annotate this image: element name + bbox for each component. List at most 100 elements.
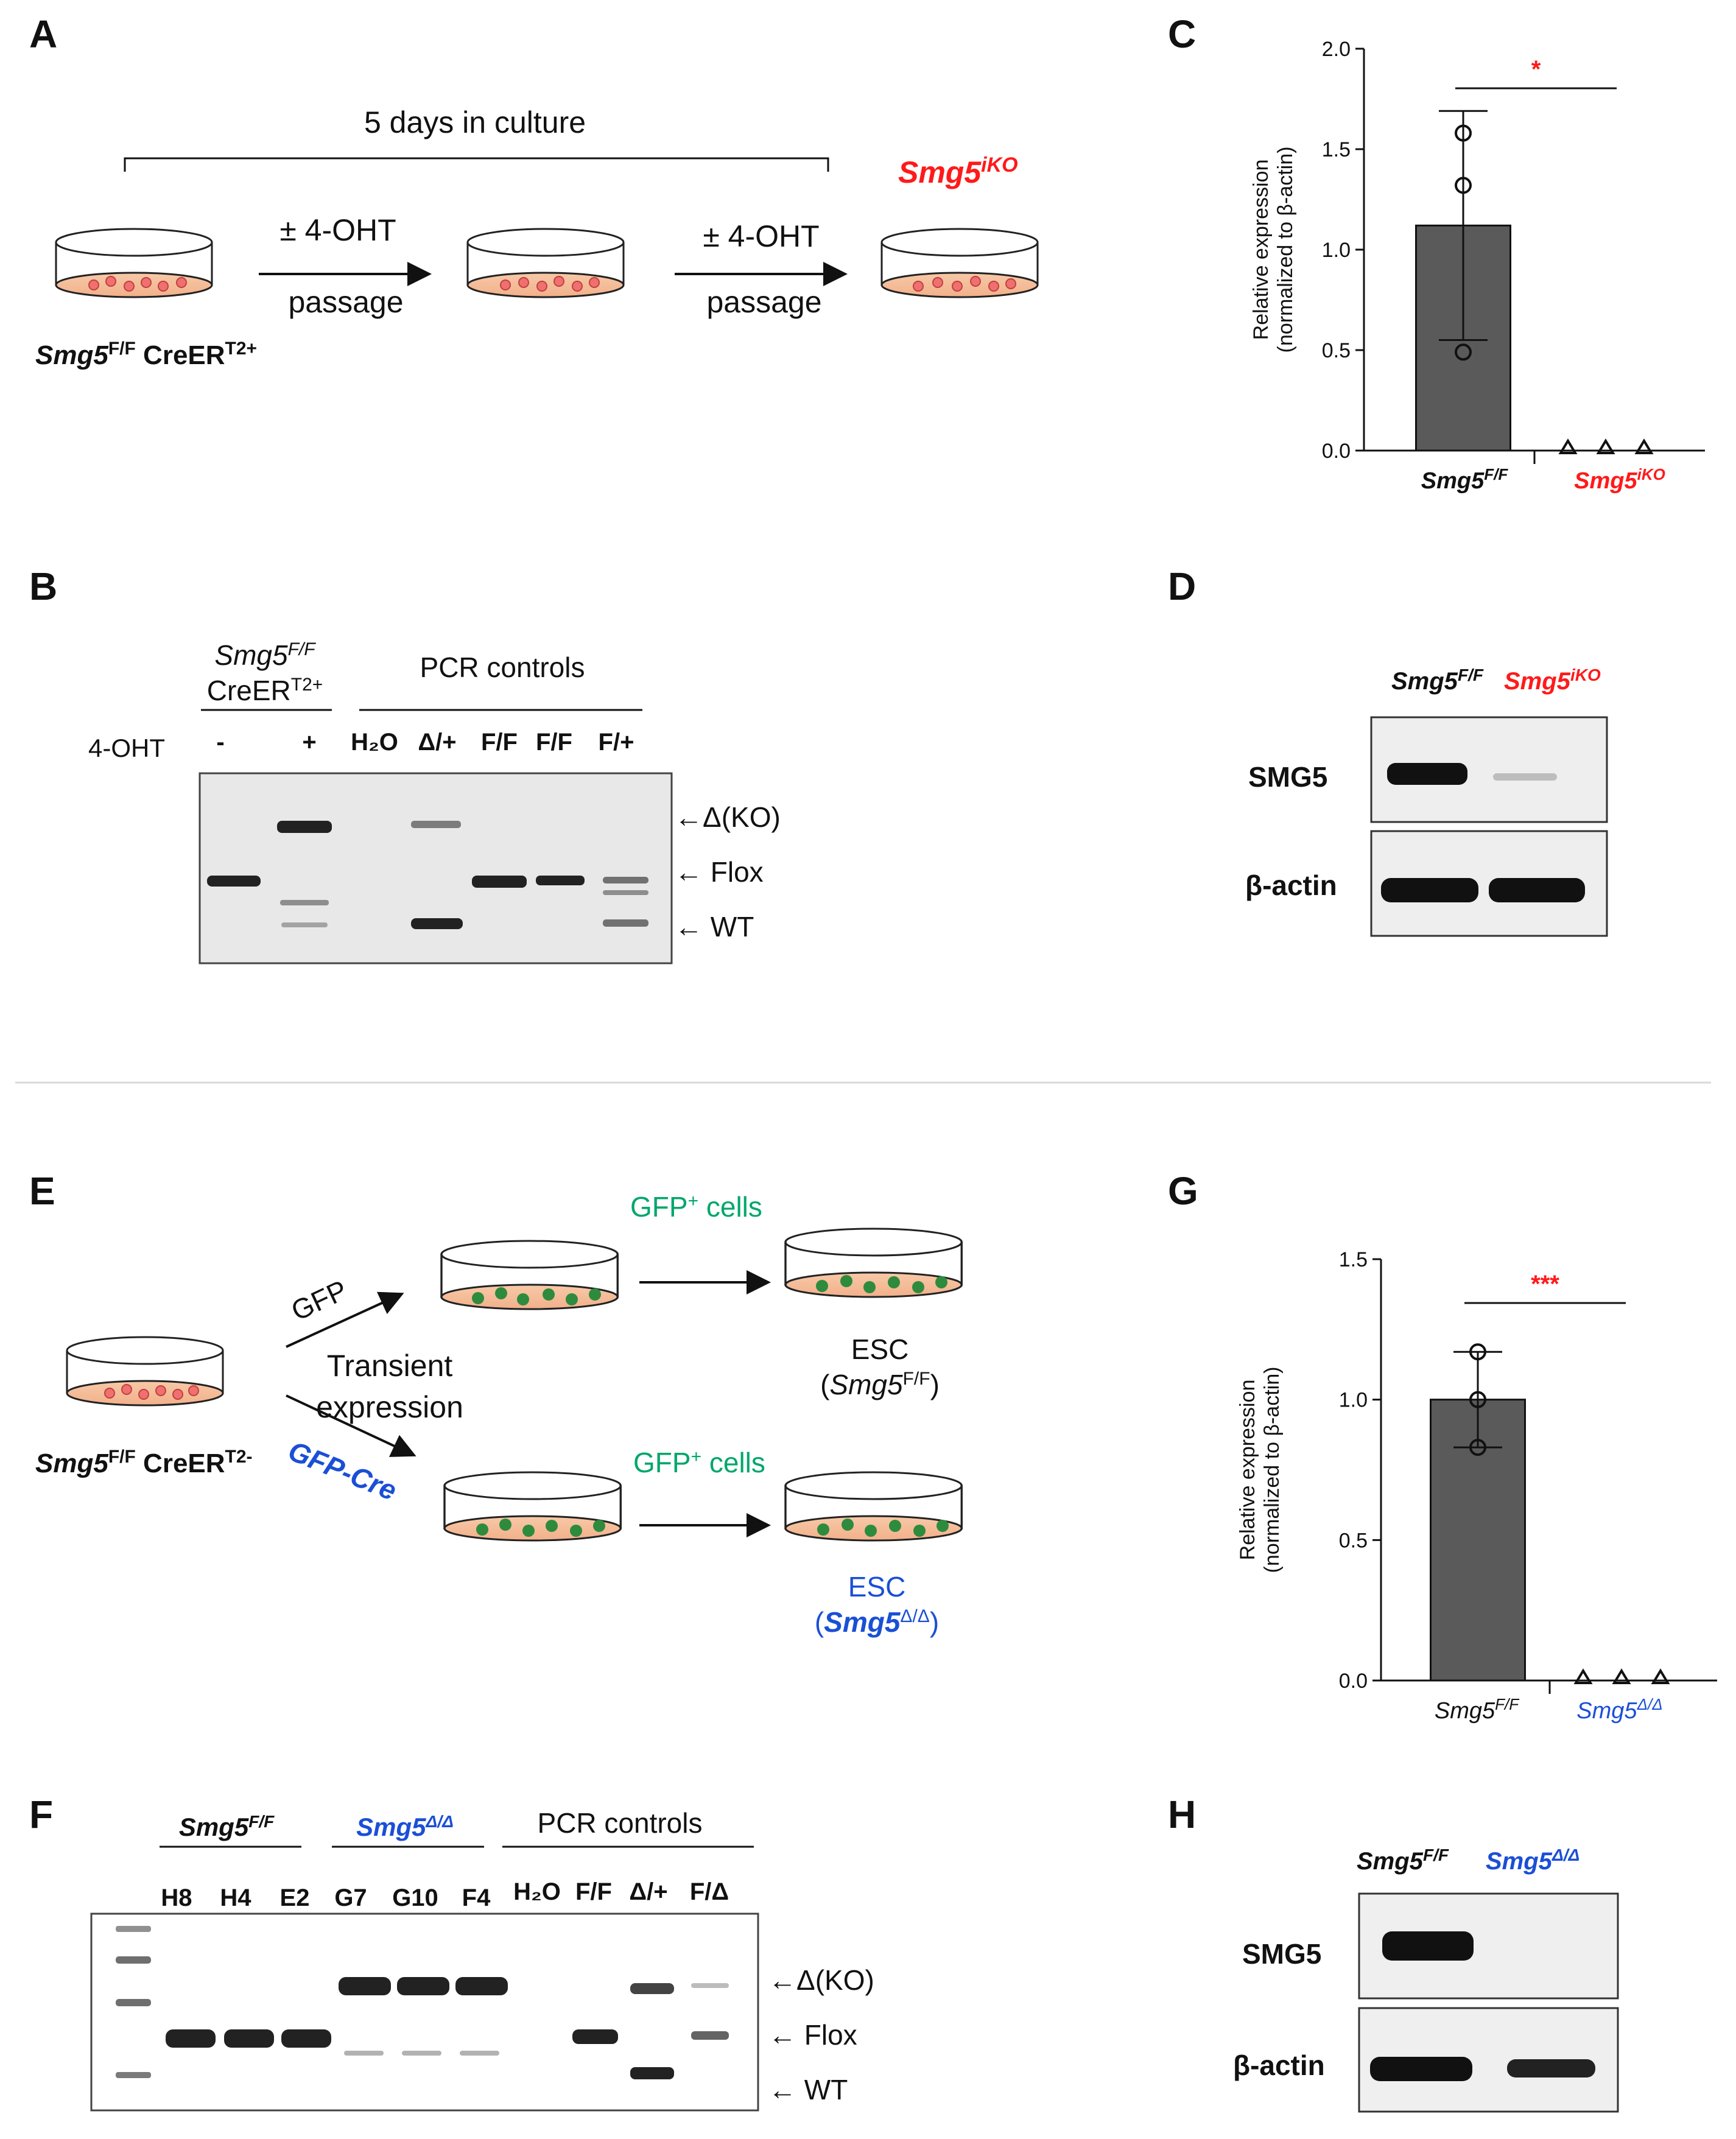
- f-band: [224, 2029, 274, 2048]
- e-transient-2: expression: [316, 1390, 463, 1424]
- f-gel-image: [90, 1912, 759, 2112]
- panel-e-schematic: Smg5F/F CreERT2- GFP GFP-Cre Transient e…: [35, 1191, 963, 1638]
- d-blot-band: [1381, 878, 1478, 902]
- step2-passage: passage: [706, 285, 821, 319]
- culture-duration-label: 5 days in culture: [364, 105, 586, 139]
- f-lane-1: H4: [220, 1884, 251, 1911]
- f-lane-5: F4: [462, 1884, 491, 1911]
- step1-treatment: ± 4-OHT: [279, 213, 396, 247]
- f-ladder-band: [116, 1956, 151, 1964]
- y-tick-label: 0.5: [1339, 1529, 1368, 1552]
- e-esc-bottom-1: ESC: [848, 1571, 906, 1603]
- f-lane-4: G10: [392, 1884, 438, 1911]
- data-point: [1455, 124, 1472, 142]
- b-band: [207, 876, 261, 887]
- b-lane-2: H₂O: [351, 729, 398, 756]
- y-axis-label-2: (normalized to β-actin): [1260, 1367, 1284, 1573]
- f-band-flox: ← Flox: [768, 2019, 857, 2051]
- b-band: [411, 821, 461, 828]
- f-band-wt: ← WT: [768, 2074, 848, 2106]
- d-col-ff: Smg5F/F: [1391, 666, 1484, 695]
- data-point: [1455, 343, 1472, 361]
- f-lane-0: H8: [161, 1884, 192, 1911]
- b-band: [472, 876, 527, 888]
- data-point: [1455, 177, 1472, 194]
- arrow-gfp: [286, 1291, 404, 1348]
- f-band: [344, 2051, 384, 2056]
- b-band: [411, 918, 463, 929]
- y-tick-label: 0.0: [1339, 1670, 1368, 1693]
- b-band: [280, 900, 329, 905]
- data-point: [1469, 1439, 1486, 1456]
- f-lane-2: E2: [280, 1884, 310, 1911]
- f-lane-3: G7: [334, 1884, 367, 1911]
- panel-label-d: D: [1168, 564, 1196, 608]
- f-band: [402, 2051, 441, 2056]
- significance-stars: *: [1531, 56, 1541, 83]
- significance-stars: ***: [1531, 1271, 1559, 1298]
- e-gfp-bottom: GFP+ cells: [633, 1447, 765, 1478]
- dish-end: [880, 228, 1039, 298]
- panel-label-f: F: [29, 1793, 53, 1836]
- y-axis-label: Relative expression: [1236, 1380, 1259, 1561]
- b-band-wt: ← WT: [675, 911, 754, 943]
- b-band: [603, 877, 648, 883]
- b-band: [281, 922, 328, 927]
- f-band: [572, 2029, 618, 2044]
- panel-g-bar-chart: 0.00.51.01.5***Relative expression(norma…: [1236, 1248, 1717, 1724]
- d-blot-band: [1489, 878, 1585, 902]
- f-band: [691, 2031, 729, 2040]
- y-axis-label-2: (normalized to β-actin): [1274, 147, 1297, 353]
- b-row-label: 4-OHT: [88, 734, 165, 762]
- data-point: [1469, 1391, 1486, 1408]
- h-blot-band: [1370, 2057, 1472, 2081]
- e-esc-bottom-2: (Smg5Δ/Δ): [815, 1606, 939, 1638]
- b-lane-5: F/F: [536, 729, 572, 756]
- f-band: [166, 2029, 216, 2048]
- y-tick-label: 0.0: [1322, 440, 1351, 463]
- f-ladder-band: [116, 1999, 151, 2006]
- data-point: [1558, 438, 1578, 454]
- dish-e-gfp-end: [784, 1228, 963, 1298]
- h-blot-band: [1382, 1931, 1474, 1961]
- d-blot-band: [1387, 763, 1467, 785]
- h-col-dd: Smg5Δ/Δ: [1486, 1846, 1580, 1875]
- category-label: Smg5F/F: [1421, 465, 1509, 494]
- data-point: [1634, 438, 1654, 454]
- f-lane-6: H₂O: [513, 1878, 561, 1905]
- f-band: [281, 2029, 331, 2048]
- dish-e-cre-mid: [443, 1471, 622, 1542]
- arrow-gfp-cre: [286, 1394, 416, 1457]
- category-label: Smg5F/F: [1435, 1695, 1520, 1724]
- panel-label-h: H: [1168, 1793, 1196, 1836]
- panel-d-western: Smg5F/F Smg5iKO SMG5 β-actin: [1245, 666, 1608, 937]
- b-gel-image: [199, 772, 673, 964]
- b-band-ko: ←Δ(KO): [675, 801, 781, 833]
- f-ladder-band: [116, 2072, 151, 2078]
- f-band: [630, 1983, 674, 1994]
- panel-b-gel: Smg5F/F CreERT2+ PCR controls 4-OHT - + …: [88, 639, 781, 964]
- dish-e-cre-end: [784, 1471, 963, 1542]
- h-blot-band: [1507, 2059, 1595, 2078]
- f-ladder-band: [116, 1926, 151, 1932]
- e-gfp-top: GFP+ cells: [630, 1191, 762, 1223]
- y-tick-label: 0.5: [1322, 339, 1351, 362]
- ikO-result-label: Smg5iKO: [898, 153, 1018, 189]
- f-lane-8: Δ/+: [629, 1878, 667, 1905]
- e-esc-top-1: ESC: [851, 1333, 909, 1365]
- dish-middle: [466, 228, 625, 298]
- d-row-smg5: SMG5: [1248, 761, 1327, 793]
- y-tick-label: 1.0: [1339, 1389, 1368, 1412]
- dish-e-start: [66, 1336, 224, 1407]
- data-point: [1612, 1668, 1631, 1684]
- e-start-genotype: Smg5F/F CreERT2-: [35, 1447, 253, 1478]
- f-pcr-controls: PCR controls: [538, 1807, 703, 1839]
- b-lane-0: -: [216, 729, 224, 756]
- b-group1-line1: Smg5F/F: [214, 639, 316, 671]
- b-band: [536, 876, 585, 885]
- f-band: [691, 1983, 729, 1988]
- d-row-actin: β-actin: [1245, 869, 1337, 901]
- d-blot-band: [1493, 773, 1557, 781]
- panel-c-bar-chart: 0.00.51.01.52.0*Relative expression(norm…: [1249, 38, 1705, 494]
- b-lane-6: F/+: [599, 729, 634, 756]
